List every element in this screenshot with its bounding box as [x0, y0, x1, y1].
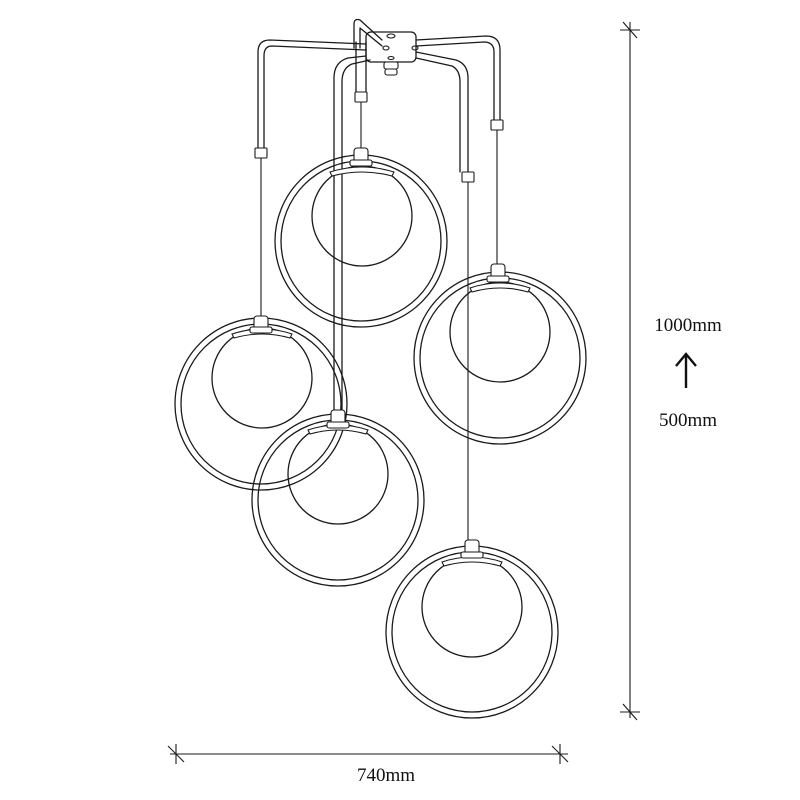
ceiling-canopy — [353, 18, 419, 76]
height-dimension-line — [620, 21, 640, 721]
width-label: 740mm — [357, 765, 415, 786]
pendant-mid-right — [413, 263, 587, 445]
pendant-lower-center — [251, 409, 425, 587]
up-arrow-icon — [675, 352, 697, 388]
pendant-bottom-right — [385, 539, 559, 719]
height-min-label: 500mm — [659, 410, 717, 431]
cords — [254, 35, 504, 540]
pendant-left — [174, 315, 348, 491]
pendant-top-center — [274, 147, 448, 328]
width-dimension-line — [167, 744, 569, 764]
height-max-label: 1000mm — [654, 315, 722, 336]
